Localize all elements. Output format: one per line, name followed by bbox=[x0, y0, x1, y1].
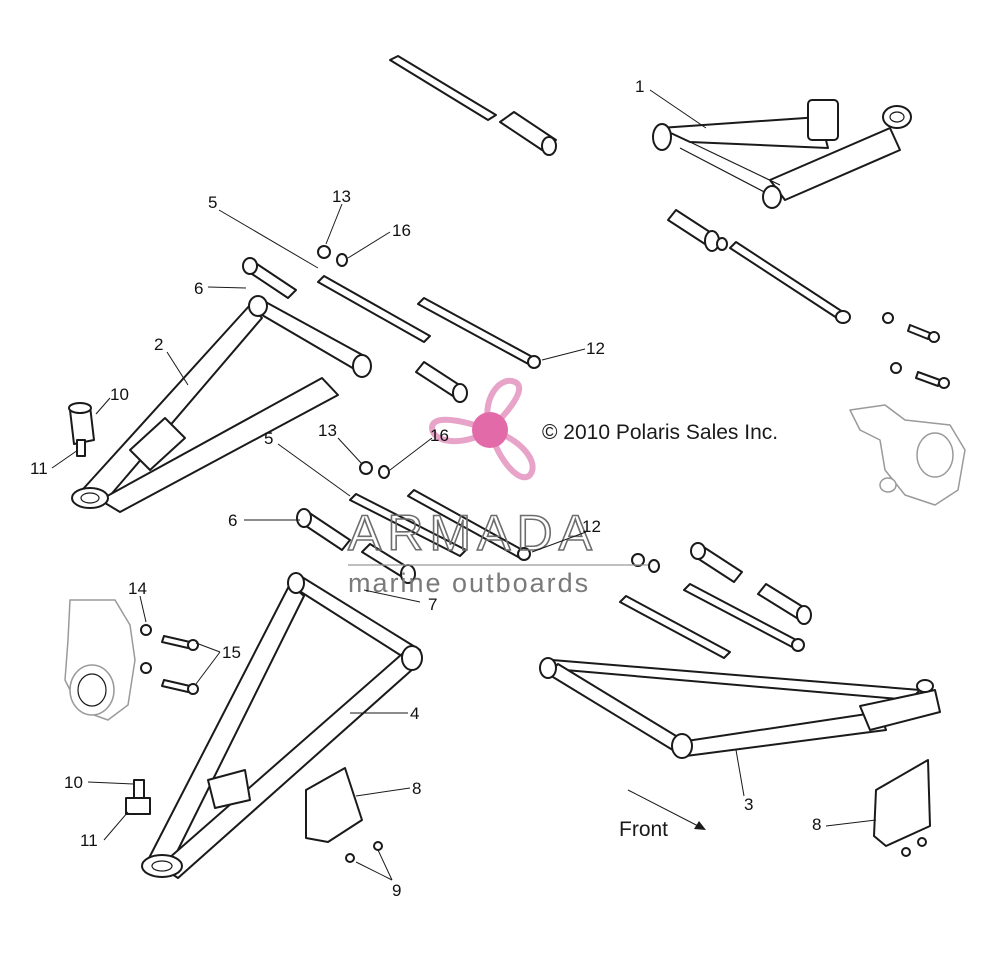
part-8-skid-plate-right bbox=[873, 759, 931, 847]
ball-joint-10-11-lower bbox=[125, 779, 151, 815]
callout-8-right: 8 bbox=[812, 815, 821, 834]
part-2-upper-a-arm-left bbox=[71, 295, 372, 513]
propeller-logo bbox=[428, 377, 536, 481]
callout-10-upper: 10 bbox=[110, 385, 129, 404]
callout-14: 14 bbox=[128, 579, 147, 598]
ball-joint-10-11-upper bbox=[68, 402, 95, 457]
bolts-14-15 bbox=[140, 624, 199, 695]
callout-4: 4 bbox=[410, 704, 419, 723]
shaft-5-lower bbox=[349, 489, 531, 561]
nut-washer-13-16-lower bbox=[359, 461, 390, 479]
right-bushings-lower bbox=[619, 542, 812, 659]
top-pivot-shaft bbox=[389, 55, 557, 156]
callout-12-lower: 12 bbox=[582, 517, 601, 536]
bushing-6-upper bbox=[242, 257, 297, 299]
callout-16-lower: 16 bbox=[430, 426, 449, 445]
callout-1: 1 bbox=[635, 77, 644, 96]
part-3-lower-a-arm-right bbox=[539, 657, 941, 759]
copyright-text: © 2010 Polaris Sales Inc. bbox=[542, 421, 778, 444]
callout-9: 9 bbox=[392, 881, 401, 900]
callout-11-upper: 11 bbox=[30, 459, 48, 478]
part-1-upper-a-arm-right bbox=[652, 99, 912, 209]
spindle-knuckle-right bbox=[849, 404, 966, 506]
watermark-subtitle: marine outboards bbox=[348, 568, 590, 598]
watermark-title: ARMADA bbox=[348, 505, 598, 561]
callout-6-lower: 6 bbox=[228, 511, 237, 530]
callout-5-lower: 5 bbox=[264, 429, 273, 448]
bolts-9 bbox=[345, 837, 927, 863]
callout-15: 15 bbox=[222, 643, 241, 662]
part-8-skid-plate-left bbox=[305, 767, 363, 843]
right-pivot-shaft bbox=[667, 209, 851, 324]
callout-3: 3 bbox=[744, 795, 753, 814]
callout-10-lower: 10 bbox=[64, 773, 83, 792]
callout-12-upper: 12 bbox=[586, 339, 605, 358]
spindle-knuckle-left bbox=[64, 599, 136, 721]
nut-washer-13-16-upper bbox=[317, 245, 348, 267]
right-hardware-bolts bbox=[882, 312, 950, 389]
part-4-lower-a-arm-left bbox=[141, 572, 423, 879]
callout-8-left: 8 bbox=[412, 779, 421, 798]
callout-2: 2 bbox=[154, 335, 163, 354]
callout-16-upper: 16 bbox=[392, 221, 411, 240]
callout-11-lower: 11 bbox=[80, 831, 98, 850]
callout-6-upper: 6 bbox=[194, 279, 203, 298]
front-label: Front bbox=[619, 818, 668, 841]
bushing-6-lower bbox=[296, 508, 416, 584]
bushing-upper-mid bbox=[415, 361, 468, 403]
armada-watermark: ARMADA marine outboards bbox=[347, 377, 648, 598]
shaft-5-upper bbox=[317, 275, 541, 369]
leader-lines bbox=[51, 89, 877, 881]
callout-13-upper: 13 bbox=[332, 187, 351, 206]
callout-labels: 1 5 13 16 6 2 12 10 11 13 16 5 6 12 14 7… bbox=[30, 77, 821, 900]
callout-7: 7 bbox=[428, 595, 437, 614]
front-indicator: Front bbox=[619, 789, 706, 841]
callout-13-lower: 13 bbox=[318, 421, 337, 440]
callout-5-upper: 5 bbox=[208, 193, 217, 212]
